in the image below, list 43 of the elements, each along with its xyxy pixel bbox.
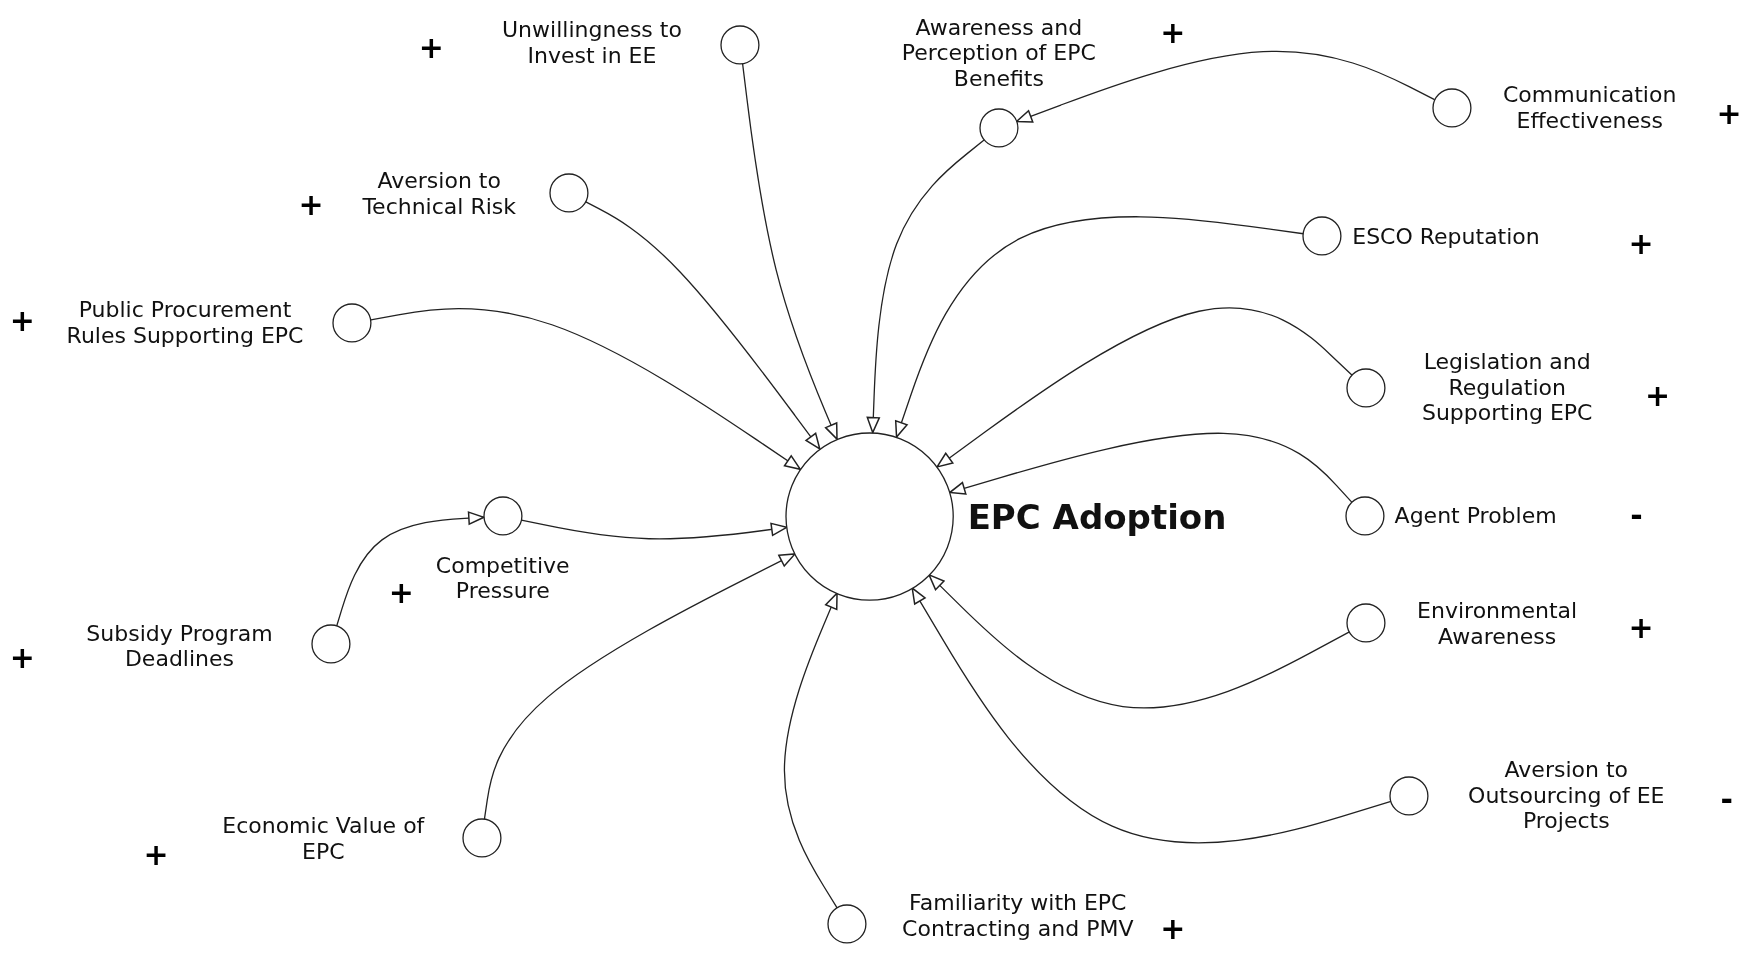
arrow — [911, 587, 1392, 844]
arrow — [483, 553, 796, 821]
variable-label: ESCO Reputation — [1352, 224, 1540, 251]
polarity-sign: + — [1645, 380, 1671, 411]
variable-label: Aversion to Technical Risk — [361, 168, 517, 220]
polarity-sign: + — [298, 190, 324, 221]
arrow — [336, 511, 485, 627]
variable-label: Awareness and Perception of EPC Benefits — [900, 14, 1097, 93]
arrow — [949, 432, 1353, 503]
arrow — [520, 519, 788, 540]
variable-label: Unwillingness to Invest in EE — [501, 17, 683, 70]
polarity-sign: + — [9, 642, 35, 673]
arrow — [741, 62, 838, 440]
variable-label: Competitive Pressure — [434, 552, 571, 605]
arrow — [894, 216, 1304, 438]
polarity-sign: + — [388, 578, 414, 609]
polarity-sign: + — [1628, 229, 1654, 260]
node-title: EPC Adoption — [967, 498, 1227, 539]
polarity-sign: + — [143, 840, 169, 871]
arrow — [866, 139, 985, 434]
polarity-sign: + — [418, 32, 444, 63]
variable-label: Legislation and Regulation Supporting EPC — [1420, 349, 1594, 427]
polarity-sign: + — [1628, 612, 1654, 643]
variable-label: Aversion to Outsourcing of EE Projects — [1467, 757, 1666, 835]
polarity-sign: - — [1720, 785, 1734, 816]
arrow — [370, 307, 802, 471]
arrow — [928, 574, 1350, 709]
arrow — [1015, 50, 1436, 123]
polarity-sign: + — [9, 306, 35, 337]
polarity-sign: + — [1716, 98, 1742, 129]
variable-label: Communication Effectiveness — [1502, 82, 1678, 134]
polarity-sign: - — [1630, 501, 1643, 532]
variable-label: Economic Value of EPC — [221, 813, 426, 866]
variable-label: Environmental Awareness — [1416, 598, 1579, 650]
arrow — [584, 201, 821, 450]
arrow — [936, 307, 1353, 468]
polarity-sign: + — [1160, 913, 1186, 944]
variable-label: Public Procurement Rules Supporting EPC — [65, 297, 305, 349]
variable-label: Familiarity with EPC Contracting and PMV — [901, 890, 1135, 943]
variable-label: Subsidy Program Deadlines — [85, 620, 274, 673]
polarity-sign: + — [1160, 18, 1186, 49]
arrow — [783, 592, 838, 909]
variable-label: Agent Problem — [1394, 503, 1557, 529]
